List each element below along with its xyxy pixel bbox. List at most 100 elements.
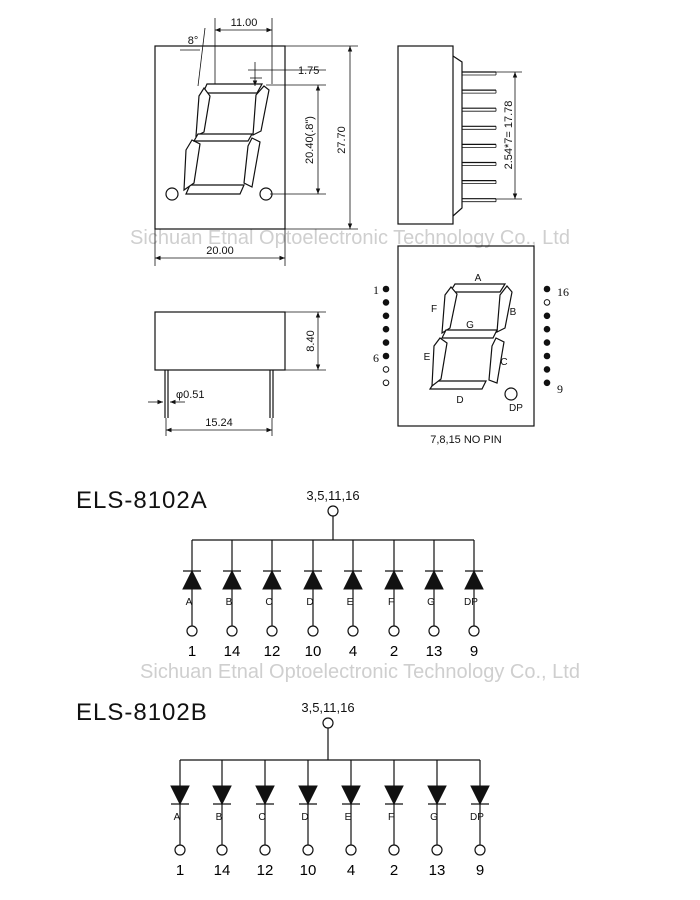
seg-label-a: A [475, 273, 482, 284]
dim-pin-diameter: φ0.51 [176, 389, 205, 401]
segment-label: G [430, 812, 438, 823]
pin-dot-left [382, 352, 390, 360]
pin-terminal [302, 844, 314, 856]
pinout-view: A B C D E F G DP 1 6 16 9 7,8,15 NO PIN [373, 245, 569, 446]
bottom-body [154, 311, 286, 371]
pin-terminal [388, 625, 400, 637]
pin-number: 14 [214, 862, 231, 879]
segment-label: A [174, 812, 181, 823]
pin-dot-right [543, 366, 551, 373]
pin-seg-b [496, 285, 513, 334]
segment-label: B [216, 812, 223, 823]
pinout-digit-8 [428, 283, 513, 390]
pin-number: 12 [264, 643, 281, 660]
pin-terminal [307, 625, 319, 637]
segment-label: E [345, 812, 352, 823]
pin-number: 2 [390, 643, 398, 660]
pin-seg-f [441, 286, 458, 335]
pin-seg-g [441, 329, 498, 339]
diode-symbol [384, 569, 404, 590]
diode-symbol [470, 785, 490, 806]
pin-number: 9 [470, 643, 478, 660]
pin-number: 10 [305, 643, 322, 660]
pin-dot-right [543, 285, 551, 293]
diode-symbol [222, 569, 242, 590]
dim-8-degree: 8° [188, 35, 199, 47]
schematic-a-title: ELS-8102A [76, 487, 208, 514]
dim-20-00: 20.00 [206, 245, 234, 257]
pin-number: 1 [176, 862, 184, 879]
pin-terminal [174, 844, 186, 856]
pin-number: 13 [426, 643, 443, 660]
no-pin-note: 7,8,15 NO PIN [430, 434, 502, 446]
pin-terminal [226, 625, 238, 637]
front-body-outline [154, 45, 286, 230]
pin-terminal [186, 625, 198, 637]
segment-label: D [306, 597, 313, 608]
pin-dot-right [543, 312, 551, 320]
front-seg-f [195, 86, 211, 138]
pin-dot-left [382, 366, 390, 373]
schematic-b-common-pins: 3,5,11,16 [301, 700, 354, 715]
watermark-bottom: Sichuan Etnal Optoelectronic Technology … [140, 661, 580, 683]
bottom-view: 8.40 φ0.51 15.24 [148, 311, 326, 436]
segment-label: DP [464, 597, 478, 608]
diode-symbol [262, 569, 282, 590]
pin-dot-right [543, 379, 551, 387]
dim-pitch: 2.54*7= 17.78 [503, 101, 515, 170]
front-seg-a [202, 83, 264, 94]
pin-number: 10 [300, 862, 317, 879]
pin-dot-right [543, 325, 551, 333]
pin-dot-right [543, 299, 551, 306]
pin-dot-right [543, 352, 551, 360]
pin-number: 9 [476, 862, 484, 879]
pin-terminal [431, 844, 443, 856]
segment-label: C [265, 597, 272, 608]
pin-number: 12 [257, 862, 274, 879]
pin-number: 4 [349, 643, 357, 660]
pin-number-6: 6 [373, 351, 379, 365]
pin-number: 2 [390, 862, 398, 879]
dim-1-75: 1.75 [298, 65, 319, 77]
segment-label: B [226, 597, 233, 608]
pin-terminal [347, 625, 359, 637]
pin-terminal [345, 844, 357, 856]
common-terminal [322, 717, 334, 729]
pin-terminal [266, 625, 278, 637]
diode-symbol [182, 569, 202, 590]
pin-dot-left [382, 285, 390, 293]
pin-terminal [474, 844, 486, 856]
front-seg-g [192, 133, 254, 142]
diode-symbol [298, 785, 318, 806]
diode-symbol [424, 569, 444, 590]
pin-seg-d [428, 380, 487, 390]
seg-label-c: C [500, 357, 507, 368]
segment-label: D [301, 812, 308, 823]
diode-symbol [384, 785, 404, 806]
pin-dot-left [382, 325, 390, 333]
pin-dot-left [382, 312, 390, 320]
schematic-els-8102a: ELS-8102A 3,5,11,16 A1B14C12D10E4F2G13DP… [76, 487, 484, 660]
front-seg-e [183, 139, 201, 192]
front-digit-8 [183, 83, 270, 195]
seg-label-d: D [456, 395, 463, 406]
schematic-b-title: ELS-8102B [76, 699, 208, 726]
segment-label: F [388, 812, 394, 823]
seg-label-dp: DP [509, 403, 523, 414]
seg-label-b: B [510, 307, 517, 318]
watermark-top: Sichuan Etnal Optoelectronic Technology … [130, 227, 570, 249]
side-pins [462, 71, 497, 203]
pin-dot-left [382, 299, 390, 306]
diode-symbol [255, 785, 275, 806]
dim-27-70: 27.70 [336, 126, 348, 154]
pin-seg-c [488, 337, 505, 384]
pin-seg-a [448, 283, 507, 293]
side-body [397, 45, 454, 225]
pin-terminal [468, 625, 480, 637]
pin-seg-e [431, 337, 448, 388]
pin-dot-left [382, 379, 390, 387]
schematic-a-common-pins: 3,5,11,16 [306, 488, 359, 503]
segment-label: G [427, 597, 435, 608]
